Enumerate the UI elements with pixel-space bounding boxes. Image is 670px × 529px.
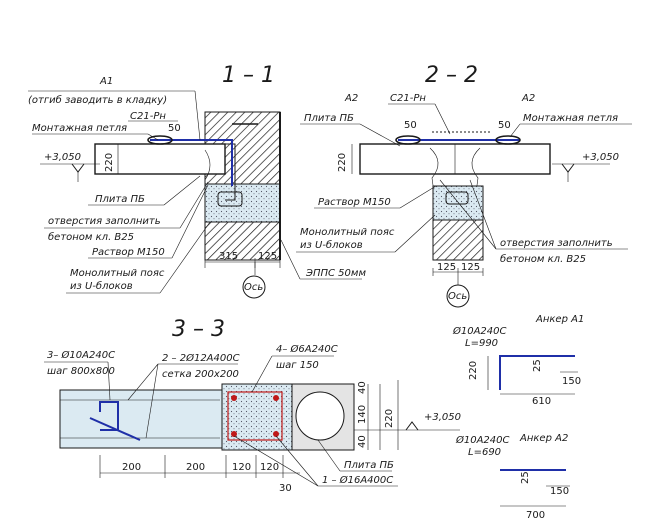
label-rebar-4: 4– Ø6А240С (276, 343, 338, 355)
anchor-a1-length: L=990 (465, 338, 498, 349)
dim-50-a: 50 (404, 120, 417, 131)
anchor-a2-bar-label: Ø10А240С (455, 434, 510, 446)
anchor-a2-detail: Анкер А2 Ø10А240С L=690 25 150 700 (455, 433, 570, 521)
dim-140: 140 (357, 405, 368, 424)
brick-wall-lower (204, 221, 281, 261)
label-belt-2: из U-блоков (70, 280, 133, 292)
dim-220-2: 220 (337, 153, 348, 172)
dim-220: 220 (104, 153, 115, 172)
label-a2-right: А2 (521, 93, 535, 104)
slab-end-joint (225, 143, 236, 201)
label-elevation-3: +3,050 (424, 412, 461, 423)
label-belt-1: Монолитный пояс (70, 268, 165, 279)
anchor-a2-length: L=690 (468, 447, 501, 458)
label-epps: ЭППС 50мм (305, 268, 366, 279)
label-rebar-2: 2 – 2Ø12А400С (162, 352, 240, 364)
anchor-a1-dim-610: 610 (532, 396, 551, 407)
label-mortar: Раствор М150 (92, 247, 165, 258)
anchor-a1-bar (150, 139, 233, 186)
label-a1: А1 (99, 76, 113, 87)
slab-hole (295, 391, 345, 441)
section-1-1: 1 – 1 А1 (отгиб заводить в кладку) С21-Р… (28, 63, 366, 299)
label-slab-2: Плита ПБ (304, 113, 354, 124)
label-mortar-2: Раствор М150 (318, 197, 391, 208)
label-c21-2: С21-Рн (390, 93, 426, 104)
monolithic-belt-2 (432, 185, 484, 221)
label-rebar-3: 3– Ø10А240С (47, 349, 115, 361)
anchor-a2-dim-150: 150 (550, 486, 569, 497)
dim-40-a: 40 (357, 381, 368, 394)
dim-40-b: 40 (357, 435, 368, 448)
elevation-marker-icon-3 (354, 421, 460, 431)
label-elevation-2: +3,050 (582, 152, 619, 163)
label-step-150: шаг 150 (276, 360, 319, 371)
dim-315: 315 (219, 251, 238, 262)
u-block-void (217, 191, 243, 207)
anchor-a1-bar-label: Ø10А240С (452, 325, 507, 337)
dim-220-3: 220 (384, 409, 395, 428)
label-belt-2-1: Монолитный пояс (300, 227, 395, 238)
label-mesh: сетка 200х200 (162, 369, 239, 380)
label-lift-loop-2: Монтажная петля (523, 113, 618, 124)
brick-wall-2 (432, 219, 484, 261)
slab-hole-outline (204, 149, 211, 181)
anchor-a1-shape (499, 355, 575, 390)
dim-125: 125 (258, 251, 277, 262)
label-holes-2-2: бетоном кл. В25 (500, 253, 586, 265)
anchor-a1-dim-150: 150 (562, 376, 581, 387)
label-step-800: шаг 800х800 (47, 366, 115, 377)
dim-125-a: 125 (437, 262, 456, 273)
anchor-a1-detail: Анкер А1 Ø10А240С L=990 220 25 150 610 (452, 314, 584, 407)
label-lift-loop: Монтажная петля (32, 123, 127, 134)
section-3-3-title: 3 – 3 (172, 317, 225, 342)
dim-120-a: 120 (232, 462, 251, 473)
axis-marker-icon (242, 275, 266, 299)
anchor-a1-dim-25: 25 (532, 359, 543, 372)
label-slab: Плита ПБ (95, 194, 145, 205)
label-holes-2: бетоном кл. В25 (48, 231, 134, 243)
section-3-3: 3 – 3 3– Ø10А240С шаг 800х800 2 – 2Ø12А4… (44, 317, 461, 494)
label-axis-2: Ось (448, 291, 467, 302)
label-c21: С21-Рн (130, 111, 166, 122)
anchor-a2-title: Анкер А2 (519, 433, 568, 444)
dim-125-b: 125 (461, 262, 480, 273)
anchor-a2-dim-25: 25 (520, 471, 531, 484)
elevation-marker-icon (40, 163, 100, 182)
stirrup (227, 391, 283, 441)
anchor-a2-dim-700: 700 (526, 510, 545, 521)
label-rebar-1: 1 – Ø16А400С (322, 474, 393, 486)
label-a2-left: А2 (344, 93, 358, 104)
label-belt-2-2: из U-блоков (300, 239, 363, 251)
label-a1-note: (отгиб заводить в кладку) (28, 94, 167, 106)
axis-marker-icon-2 (446, 284, 470, 308)
label-holes-1: отверстия заполнить (48, 216, 161, 227)
dim-200-b: 200 (186, 462, 205, 473)
label-holes-2-1: отверстия заполнить (500, 238, 613, 249)
dim-120-b: 120 (260, 462, 279, 473)
dim-30: 30 (279, 483, 292, 494)
label-elevation: +3,050 (44, 152, 81, 163)
label-axis: Ось (244, 282, 263, 293)
anchor-a1-title: Анкер А1 (535, 314, 584, 325)
elevation-marker-icon-2 (552, 163, 610, 182)
dim-50: 50 (168, 123, 181, 134)
anchor-a1-dim-220: 220 (468, 361, 479, 380)
dim-200-a: 200 (122, 462, 141, 473)
rebar-3 (99, 401, 119, 431)
u-block (221, 383, 293, 451)
label-slab-3: Плита ПБ (344, 460, 394, 471)
section-2-2: 2 – 2 А2 С21-Рн А2 Плита ПБ Монтажная пе… (296, 63, 632, 308)
lifting-loop (147, 135, 173, 145)
dim-50-b: 50 (498, 120, 511, 131)
section-1-1-title: 1 – 1 (222, 63, 275, 88)
section-2-2-title: 2 – 2 (425, 63, 478, 88)
